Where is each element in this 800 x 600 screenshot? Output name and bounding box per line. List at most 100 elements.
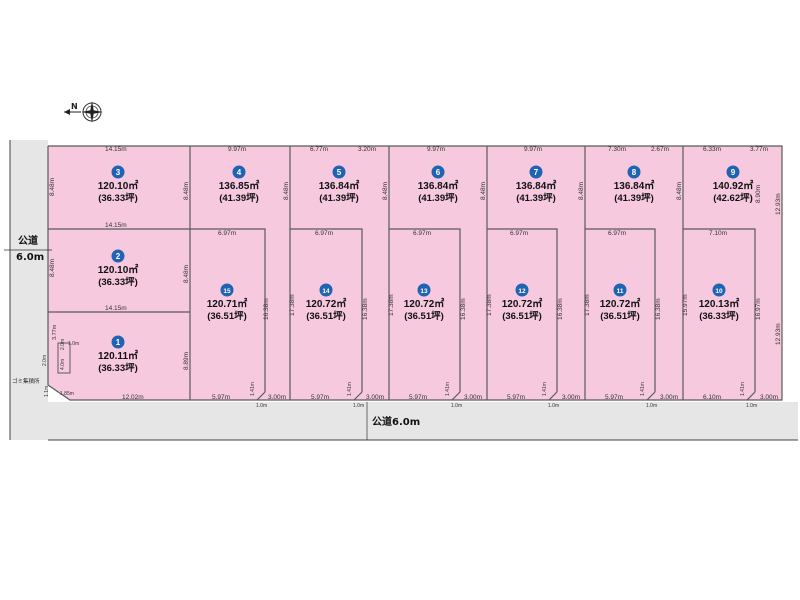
lot-4-badge bbox=[232, 165, 246, 179]
lot-14-shape[interactable] bbox=[290, 229, 362, 400]
lot-5-shape[interactable] bbox=[290, 146, 389, 400]
lot-10-number: 10 bbox=[715, 288, 723, 295]
dim-lot1-4: 2.0m bbox=[42, 355, 48, 366]
garbage-station-outline bbox=[57, 342, 71, 374]
lot-11-area: 120.72㎡ bbox=[600, 297, 641, 310]
lot-15-tsubo: (36.51坪) bbox=[207, 310, 247, 322]
west-road-width: 6.0m bbox=[16, 252, 44, 263]
dim-top-1: 14.15m bbox=[105, 146, 127, 153]
lot-11-shape[interactable] bbox=[585, 229, 655, 400]
dim-v-6: 8.48m bbox=[578, 182, 585, 200]
dim-bottom-2: 5.97m bbox=[212, 394, 230, 401]
dim-bottom-diag-1: 1.41m bbox=[250, 382, 256, 396]
dim-bottom-small-5: 1.0m bbox=[646, 403, 657, 409]
lot-15-number: 15 bbox=[223, 288, 231, 295]
dim-mid-5: 6.97m bbox=[413, 230, 431, 237]
lot-14-tsubo: (36.51坪) bbox=[306, 310, 346, 322]
dim-v2-3: 8.89m bbox=[183, 352, 190, 370]
lot-5-area: 136.84㎡ bbox=[319, 179, 360, 192]
dim-bottom-diag-4: 1.41m bbox=[542, 382, 548, 396]
dim-lot1-3: 4.0m bbox=[60, 359, 66, 370]
lot-1-tsubo: (36.33坪) bbox=[98, 362, 138, 374]
dim-top-10: 3.77m bbox=[750, 146, 768, 153]
lot-7-number: 7 bbox=[534, 168, 539, 177]
dim-v3-6: 17.38m bbox=[486, 294, 493, 316]
west-road-label: 公道 bbox=[18, 234, 38, 247]
lot-14-number: 14 bbox=[322, 288, 330, 295]
lot-9-shape[interactable] bbox=[683, 146, 782, 400]
lot-1-badge bbox=[111, 335, 125, 349]
dim-bottom-6: 5.97m bbox=[605, 394, 623, 401]
lot-1-area: 120.11㎡ bbox=[98, 349, 138, 362]
dim-bottom-small-3: 1.0m bbox=[451, 403, 462, 409]
dim-bottom-1: 12.02m bbox=[122, 394, 144, 401]
lot-6-shape[interactable] bbox=[389, 146, 487, 400]
dim-bottom-4: 5.97m bbox=[409, 394, 427, 401]
lot-13-badge bbox=[417, 283, 431, 297]
dim-lot1-6: 1.85m bbox=[60, 391, 74, 397]
lot-2-shape[interactable] bbox=[48, 229, 190, 312]
lot-10-shape[interactable] bbox=[683, 229, 755, 400]
lot-4-area: 136.85㎡ bbox=[219, 179, 260, 192]
lot-12-shape[interactable] bbox=[487, 229, 557, 400]
dim-bottom-diag-3: 1.41m bbox=[445, 382, 451, 396]
lot-6-tsubo: (41.39坪) bbox=[418, 192, 458, 204]
dim-mid-3: 6.97m bbox=[218, 230, 236, 237]
dim-mid-8: 7.10m bbox=[709, 230, 727, 237]
lot-13-tsubo: (36.51坪) bbox=[404, 310, 444, 322]
lot-10-badge bbox=[712, 283, 726, 297]
dim-v3-10: 15.97m bbox=[682, 294, 689, 316]
lot-5-tsubo: (41.39坪) bbox=[319, 192, 359, 204]
lot-2-badge bbox=[111, 249, 125, 263]
dim-v3-2: 17.38m bbox=[289, 294, 296, 316]
lot-7-shape[interactable] bbox=[487, 146, 585, 400]
dim-bottom-right-1: 3.00m bbox=[268, 394, 286, 401]
lot-2-tsubo: (36.33坪) bbox=[98, 276, 138, 288]
lot-6-number: 6 bbox=[436, 168, 441, 177]
lot-6-area: 136.84㎡ bbox=[418, 179, 459, 192]
dim-v2-1: 8.48m bbox=[49, 259, 56, 277]
dim-lot1-7: 1.0m bbox=[68, 341, 79, 347]
compass-icon: N bbox=[64, 101, 103, 123]
dim-top-5: 9.97m bbox=[427, 146, 445, 153]
lot-8-shape[interactable] bbox=[585, 146, 683, 400]
dim-mid-4: 6.97m bbox=[315, 230, 333, 237]
lot-15-area: 120.71㎡ bbox=[207, 297, 248, 310]
dim-v3-9: 16.38m bbox=[655, 298, 662, 320]
dim-v-4: 8.48m bbox=[382, 182, 389, 200]
lot-15-shape[interactable] bbox=[190, 229, 265, 400]
lot-6-badge bbox=[431, 165, 445, 179]
lot-12-tsubo: (36.51坪) bbox=[502, 310, 542, 322]
dim-bottom-small-1: 1.0m bbox=[256, 403, 267, 409]
dim-v3-8: 17.38m bbox=[584, 294, 591, 316]
lot-7-tsubo: (41.39坪) bbox=[516, 192, 556, 204]
lot-3-shape[interactable] bbox=[48, 146, 190, 229]
lot-11-number: 11 bbox=[617, 288, 624, 295]
lot-11-badge bbox=[613, 283, 627, 297]
dim-v-9: 12.93m bbox=[775, 193, 782, 215]
lot-2-area: 120.10㎡ bbox=[98, 263, 139, 276]
lot-8-number: 8 bbox=[632, 168, 637, 177]
dim-bottom-diag-6: 1.41m bbox=[740, 382, 746, 396]
dim-v-7: 8.48m bbox=[676, 182, 683, 200]
lot-8-badge bbox=[627, 165, 641, 179]
lot-7-badge bbox=[529, 165, 543, 179]
lot-12-number: 12 bbox=[518, 288, 526, 295]
lot-12-badge bbox=[515, 283, 529, 297]
dim-lot1-1: 3.77m bbox=[52, 324, 58, 340]
dim-bottom-small-4: 1.0m bbox=[548, 403, 559, 409]
dim-top-6: 9.97m bbox=[524, 146, 542, 153]
lot-4-tsubo: (41.39坪) bbox=[219, 192, 259, 204]
dim-v3-1: 16.38m bbox=[263, 298, 270, 320]
dim-v3-11: 16.97m bbox=[755, 298, 762, 320]
lot-labels: 3120.10㎡(36.33坪)4136.85㎡(41.39坪)5136.84㎡… bbox=[98, 165, 753, 374]
lot-5-number: 5 bbox=[337, 168, 342, 177]
south-road-label: 公道6.0m bbox=[372, 415, 420, 428]
lot-12-area: 120.72㎡ bbox=[502, 297, 543, 310]
lot-1-shape[interactable] bbox=[48, 312, 190, 400]
dim-v2-2: 8.48m bbox=[183, 265, 190, 283]
dim-bottom-right-5: 3.00m bbox=[660, 394, 678, 401]
dim-bottom-small-6: 1.0m bbox=[746, 403, 757, 409]
lot-13-shape[interactable] bbox=[389, 229, 460, 400]
dim-top-8: 2.67m bbox=[651, 146, 669, 153]
